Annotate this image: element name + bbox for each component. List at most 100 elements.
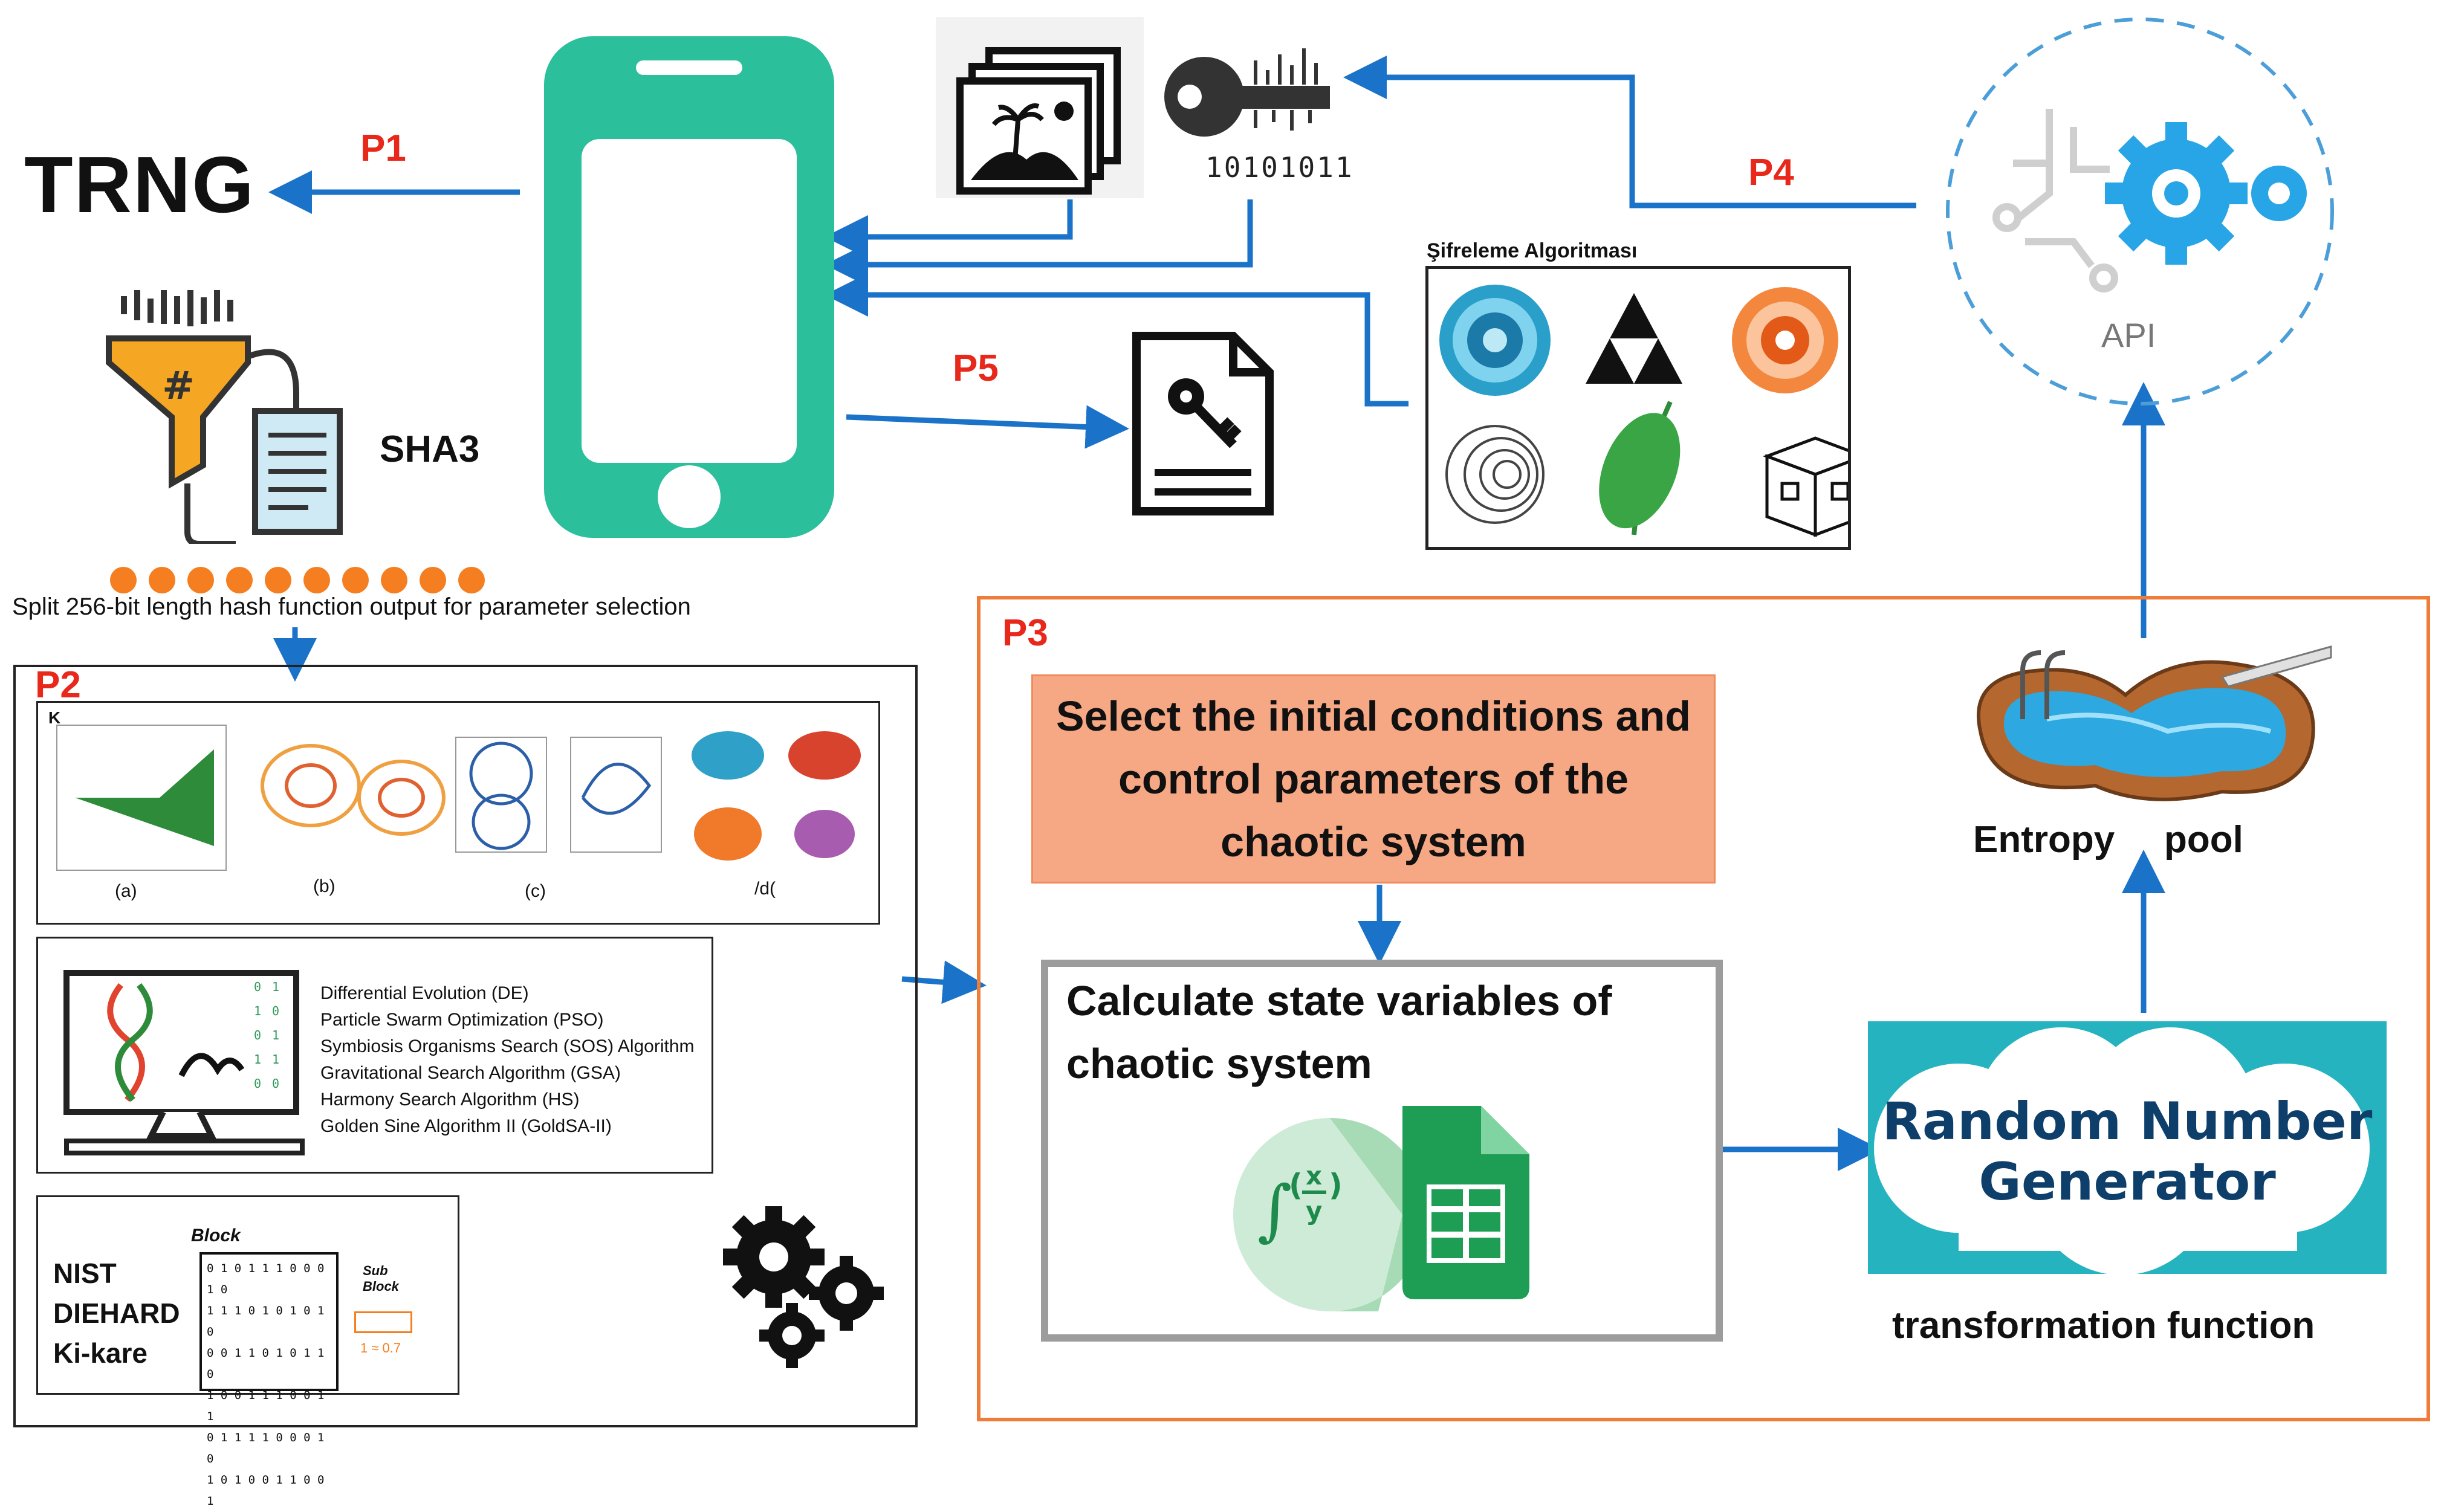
hash-bits-dots <box>110 567 485 593</box>
algorithm-item: Symbiosis Organisms Search (SOS) Algorit… <box>320 1036 695 1056</box>
rng-cloud-shape <box>1874 1027 2370 1274</box>
svg-text:1: 1 <box>272 1052 279 1067</box>
rng-line2: Generator <box>1979 1152 2276 1212</box>
algorithm-list: Differential Evolution (DE) Particle Swa… <box>320 980 695 1140</box>
key-bits-text: 10101011 <box>1205 151 1354 184</box>
plot-label-b: (b) <box>313 876 336 896</box>
svg-text:0: 0 <box>254 980 261 994</box>
svg-text:x: x <box>1306 1161 1322 1191</box>
svg-text:1: 1 <box>254 1004 261 1018</box>
block-row: 0 1 0 1 1 1 0 0 0 1 0 <box>207 1262 325 1296</box>
trng-title: TRNG <box>24 140 255 229</box>
svg-text:1: 1 <box>272 980 279 994</box>
block-sketch-grid: 0 1 0 1 1 1 0 0 0 1 0 1 1 1 0 1 0 1 0 1 … <box>199 1252 339 1508</box>
algorithm-item: Harmony Search Algorithm (HS) <box>320 1090 580 1110</box>
block-row: 0 1 1 1 1 0 0 0 1 0 <box>207 1431 325 1465</box>
svg-text:0: 0 <box>272 1076 279 1091</box>
select-initial-conditions-box: Select the initial conditions and contro… <box>1031 674 1716 884</box>
api-circle <box>1946 18 2334 405</box>
plots-corner-label: K <box>48 708 61 727</box>
calculate-state-line1: Calculate state variables of <box>1066 977 1612 1024</box>
circuit-icon <box>1992 109 2118 292</box>
calculate-state-line2: chaotic system <box>1066 1040 1372 1087</box>
api-label: API <box>2101 316 2156 354</box>
bifurcation-plot <box>56 725 227 871</box>
label-p4: P4 <box>1748 152 1794 193</box>
spreadsheet-formula-icon: ∫ ( x y ) <box>1233 1106 1529 1311</box>
lorenz-attractor-plot <box>261 744 446 836</box>
test-item: DIEHARD <box>53 1297 180 1329</box>
svg-text:0: 0 <box>254 1028 261 1042</box>
sub-block-box <box>354 1311 412 1333</box>
arrow-key-to-phone <box>825 199 1253 286</box>
diving-board-icon <box>2220 645 2332 688</box>
image-gallery-icon <box>936 17 1144 198</box>
arrow-p5 <box>846 405 1129 449</box>
entropy-pool-icon <box>1976 645 2332 801</box>
plot-label-a: (a) <box>115 881 137 901</box>
arrow-p2-to-p3 <box>901 960 987 1004</box>
svg-text:(: ( <box>1289 1168 1303 1203</box>
split-caption: Split 256-bit length hash function outpu… <box>12 593 691 620</box>
plot-label-c: (c) <box>525 881 546 901</box>
sub-block-label: Sub Block <box>363 1263 399 1294</box>
blue-attractor-plots <box>455 737 662 853</box>
spiral-fractal-icon <box>1445 425 1545 524</box>
gear-icon <box>2105 122 2248 265</box>
orange-mandala-icon <box>1732 287 1838 393</box>
fractal-images <box>1439 285 1869 537</box>
p3-box <box>977 596 2430 1421</box>
arrow-image-to-phone <box>825 199 1073 259</box>
block-sketch-title: Block <box>191 1226 241 1245</box>
svg-text:y: y <box>1306 1196 1322 1226</box>
chaos-plots <box>56 725 861 871</box>
label-p5: P5 <box>953 347 999 389</box>
block-row: 1 0 1 0 0 1 1 0 0 1 <box>207 1473 325 1508</box>
cipher-algorithms-box <box>1425 266 1869 550</box>
arrow-cipher-to-phone <box>825 273 1409 407</box>
svg-text:0: 0 <box>254 1076 261 1091</box>
fern-leaf-icon <box>1599 401 1681 535</box>
test-item: Ki-kare <box>53 1337 147 1369</box>
pool-label: pool <box>2164 819 2243 861</box>
test-list: NIST DIEHARD Ki-kare <box>53 1253 180 1373</box>
block-row: 1 0 0 1 1 1 0 0 1 1 <box>207 1389 325 1423</box>
entropy-label: Entropy <box>1973 819 2115 861</box>
statistical-tests-box <box>36 1195 459 1395</box>
p2-box <box>13 665 918 1427</box>
chaos-plots-box <box>36 701 880 925</box>
algorithm-item: Particle Swarm Optimization (PSO) <box>320 1010 604 1030</box>
rng-line1: Random Number <box>1882 1091 2373 1152</box>
svg-text:#: # <box>162 364 195 409</box>
plot-label-d: /d( <box>754 879 776 899</box>
algorithm-item: Golden Sine Algorithm II (GoldSA-II) <box>320 1116 612 1136</box>
sha3-label: SHA3 <box>380 428 480 470</box>
block-row: 0 0 1 1 0 1 0 1 1 0 <box>207 1346 325 1381</box>
transformation-function-label: transformation function <box>1892 1305 2315 1346</box>
label-p2: P2 <box>35 664 81 706</box>
algorithm-item: Differential Evolution (DE) <box>320 983 529 1003</box>
colored-attractor-plots <box>692 731 861 861</box>
svg-text:): ) <box>1329 1168 1343 1203</box>
blue-mandala-icon <box>1439 285 1551 396</box>
algorithm-item: Gravitational Search Algorithm (GSA) <box>320 1063 621 1083</box>
optimization-box <box>36 937 713 1174</box>
label-p1: P1 <box>360 128 406 169</box>
test-item: NIST <box>53 1258 117 1289</box>
key-icon <box>1164 48 1330 137</box>
random-number-generator-box <box>1868 1021 2387 1274</box>
block-row: 1 1 1 0 1 0 1 0 1 0 <box>207 1304 325 1339</box>
hash-funnel-icon: # <box>106 290 343 544</box>
svg-text:∫: ∫ <box>1257 1171 1292 1249</box>
key-document-icon <box>1132 332 1274 515</box>
pool-ladder-icon <box>2020 650 2066 719</box>
arrow-p4 <box>1343 56 1916 208</box>
svg-text:0: 0 <box>272 1004 279 1018</box>
menger-cube-icon <box>1762 436 1869 537</box>
sub-block-note: 1 ≈ 0.7 <box>360 1340 401 1355</box>
cipher-box-title: Şifreleme Algoritması <box>1427 239 1638 262</box>
smartphone-icon <box>544 36 834 538</box>
svg-text:1: 1 <box>272 1028 279 1042</box>
label-p3: P3 <box>1002 612 1048 654</box>
